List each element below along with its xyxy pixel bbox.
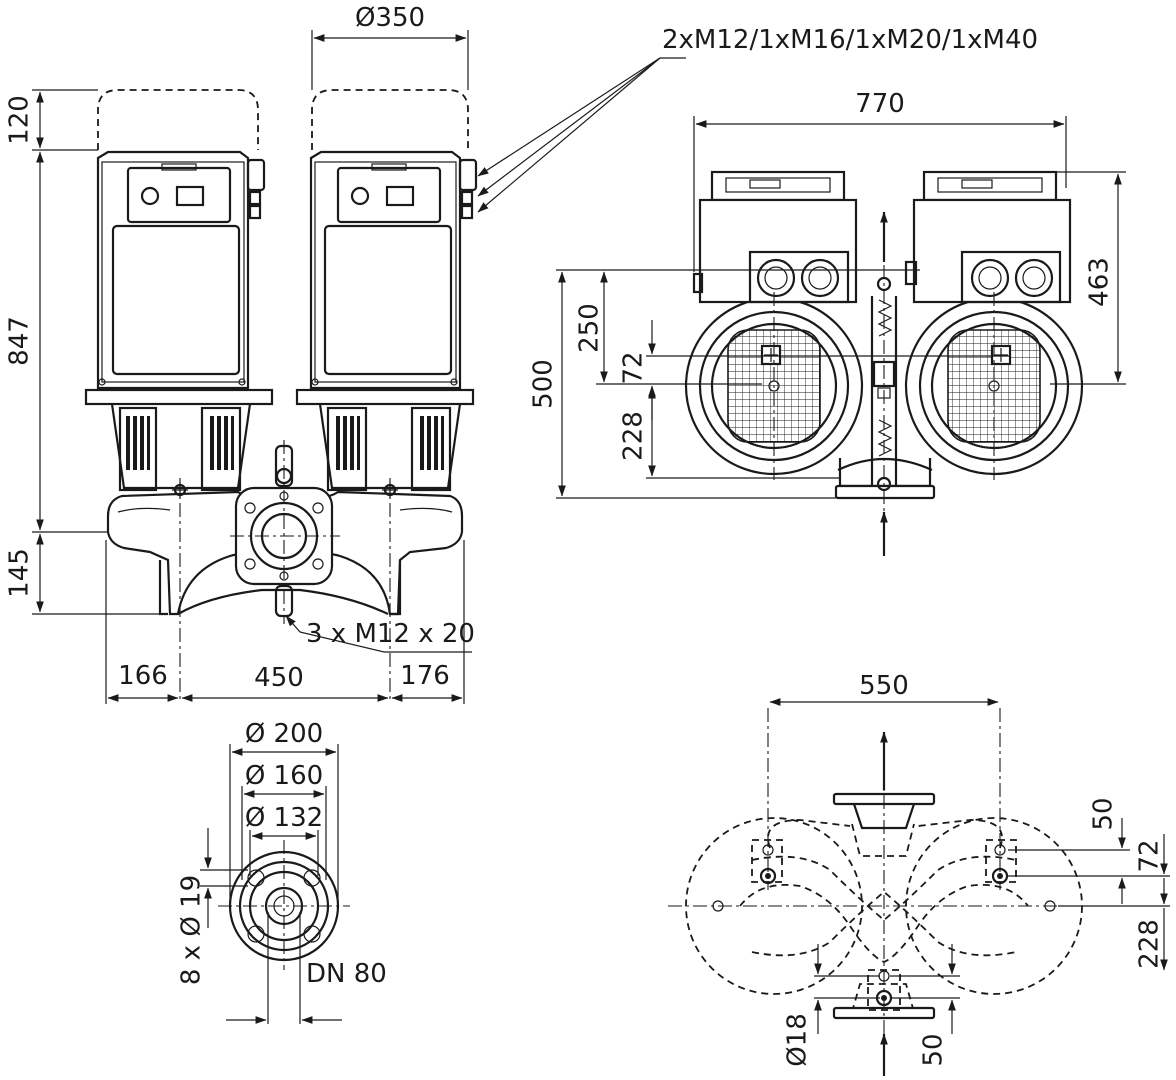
left-hood-outline (97, 89, 259, 150)
dim-mount-holes: 3 x M12 x 20 (306, 619, 475, 649)
front-shaft-markers (760, 344, 1012, 392)
dim-flange-seal: Ø 132 (245, 803, 323, 833)
side-extension-lines (32, 30, 469, 704)
front-view: 770 463 500 250 72 228 (529, 89, 1126, 556)
dim-left-offset: 166 (118, 661, 168, 691)
dim-plan-lower: 228 (1135, 919, 1165, 969)
front-left-module (692, 170, 858, 304)
dim-plan-hole: Ø18 (783, 1013, 813, 1067)
dim-front-upper: 250 (575, 303, 605, 353)
dim-cable-glands: 2xM12/1xM16/1xM20/1xM40 (662, 25, 1038, 55)
dim-motor-diameter: Ø350 (355, 3, 425, 33)
plan-view: 550 50 72 228 Ø18 50 (668, 671, 1170, 1076)
flange-view: Ø 200 Ø 160 Ø 132 8 x Ø 19 DN 80 (177, 719, 387, 1024)
right-motor-module (295, 150, 478, 406)
dim-front-width: 770 (855, 89, 905, 119)
dim-side-height: 847 (5, 316, 35, 366)
side-view: Ø350 2xM12/1xM16/1xM20/1xM40 120 847 145… (5, 3, 1038, 704)
dim-front-module-height: 463 (1085, 257, 1115, 307)
dim-front-offset: 72 (619, 351, 649, 384)
dim-flange-outer: Ø 200 (245, 719, 323, 749)
dim-flange-bolt-circle: Ø 160 (245, 761, 323, 791)
dim-plan-bottom-offset: 50 (919, 1033, 949, 1066)
dim-plan-offset: 72 (1135, 839, 1165, 872)
right-hood-outline (311, 89, 469, 150)
dim-right-offset: 176 (400, 661, 450, 691)
dim-flange-holes: 8 x Ø 19 (177, 875, 207, 985)
left-motor-module (84, 150, 274, 406)
dim-plan-width: 550 (859, 671, 909, 701)
dim-foot-height: 145 (5, 548, 35, 598)
dim-flange-nominal: DN 80 (306, 959, 387, 989)
right-lantern (318, 403, 462, 492)
dim-front-lower: 228 (619, 411, 649, 461)
side-centerlines (179, 440, 391, 700)
front-right-module (904, 170, 1072, 304)
dim-hood: 120 (5, 95, 35, 145)
dim-front-total-height: 500 (529, 359, 559, 409)
left-lantern (110, 403, 252, 492)
dim-plan-top-offset: 50 (1089, 797, 1119, 830)
dim-centre-distance: 450 (254, 663, 304, 693)
